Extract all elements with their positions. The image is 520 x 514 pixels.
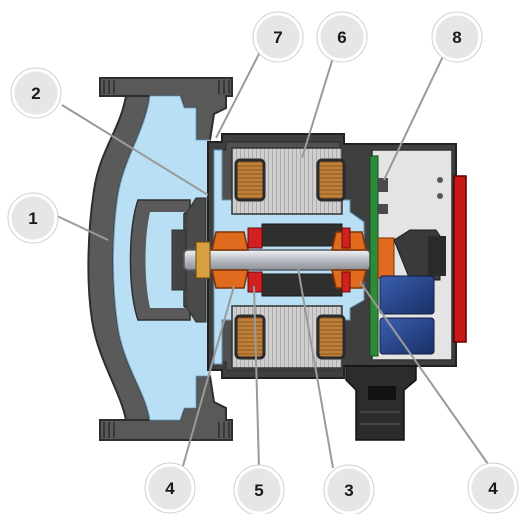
electronics-box [369, 149, 453, 361]
leader-4b [359, 281, 489, 465]
leader-1 [54, 214, 109, 241]
callout-7: 7 [252, 11, 304, 63]
capacitor-top [379, 275, 435, 315]
leader-6 [301, 47, 337, 159]
pump-casing [87, 77, 233, 441]
bottom-thread [103, 422, 230, 438]
capacitor-bottom [379, 317, 435, 355]
callout-2: 2 [10, 67, 62, 119]
leader-5 [253, 285, 260, 469]
pcb [369, 155, 379, 357]
leader-2 [61, 104, 209, 196]
leader-3 [297, 267, 334, 469]
callout-label: 2 [31, 84, 40, 103]
leader-lines [54, 47, 489, 469]
leader-4a [182, 285, 235, 467]
callout-8: 8 [431, 11, 483, 63]
callout-5: 5 [233, 464, 285, 514]
callout-label: 3 [344, 481, 353, 500]
callout-label: 6 [337, 28, 346, 47]
bearings [195, 231, 367, 289]
callout-label: 4 [488, 479, 498, 498]
terminal-cover [453, 175, 467, 343]
callout-label: 8 [452, 28, 461, 47]
callout-label: 4 [165, 479, 175, 498]
shaft [183, 249, 371, 271]
callout-label: 7 [273, 28, 282, 47]
callout-4-right: 4 [467, 462, 519, 514]
callout-label: 1 [28, 209, 37, 228]
callout-label: 5 [254, 481, 263, 500]
leader-8 [383, 49, 447, 181]
top-thread [103, 80, 230, 94]
callout-1: 1 [7, 192, 59, 244]
callout-4-left: 4 [144, 462, 196, 514]
leader-7 [215, 47, 263, 139]
cable-gland [345, 365, 417, 441]
callout-6: 6 [316, 11, 368, 63]
callout-3: 3 [323, 464, 375, 514]
stator-coils [234, 158, 346, 360]
